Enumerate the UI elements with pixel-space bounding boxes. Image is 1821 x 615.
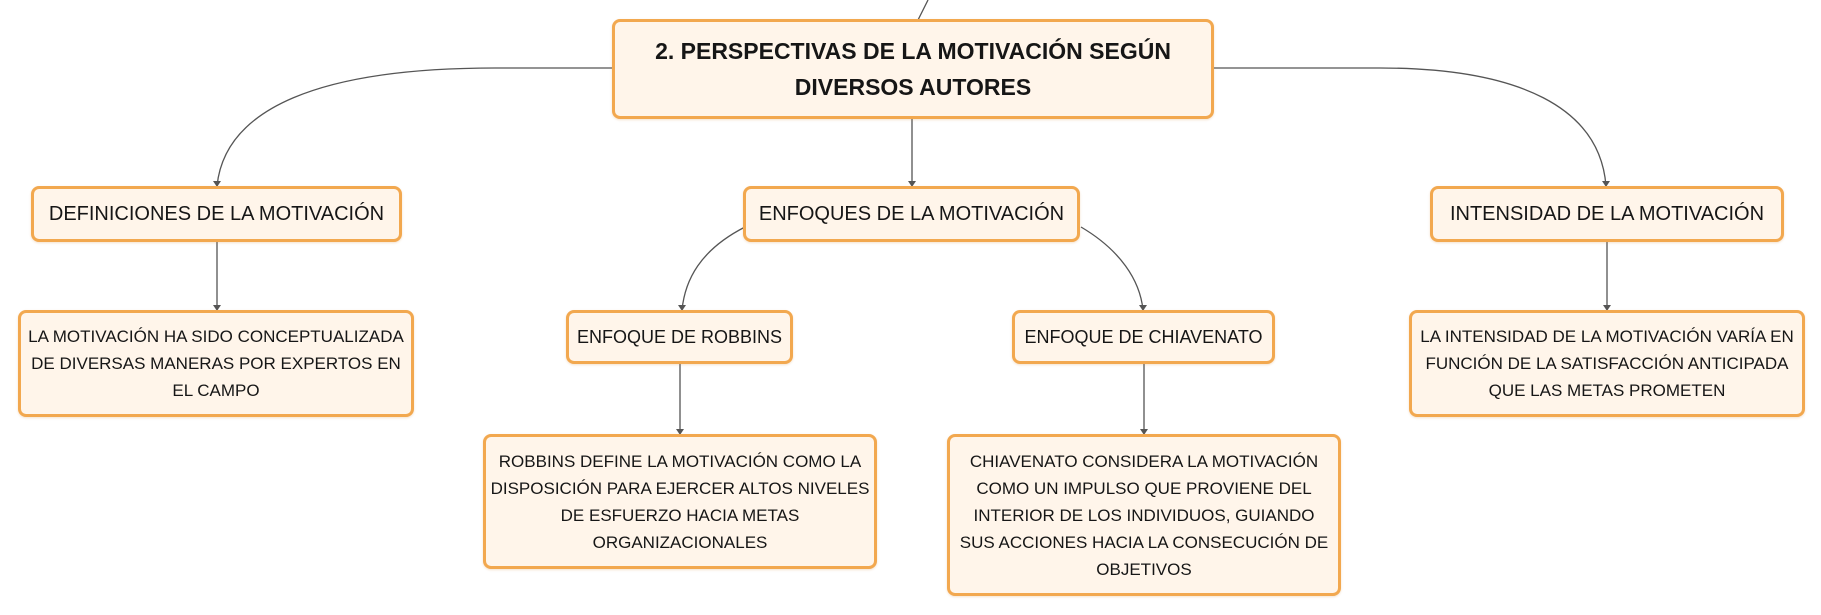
chiavenato-node-label: ENFOQUE DE CHIAVENATO — [1024, 327, 1263, 347]
definiciones-node-label: DEFINICIONES DE LA MOTIVACIÓN — [48, 203, 385, 225]
enfoques-node-label: ENFOQUES DE LA MOTIVACIÓN — [758, 203, 1065, 225]
robbins-detail-node[interactable]: ROBBINS DEFINE LA MOTIVACIÓN COMO LA DIS… — [483, 434, 877, 569]
connector-root-to-intensidad — [1214, 67, 1607, 187]
arrowhead-definiciones — [213, 181, 221, 187]
intensidad-detail-node[interactable]: LA INTENSIDAD DE LA MOTIVACIÓN VARÍA EN … — [1409, 310, 1805, 417]
definiciones-detail-node[interactable]: LA MOTIVACIÓN HA SIDO CONCEPTUALIZADA DE… — [18, 310, 414, 417]
enfoques-node[interactable]: ENFOQUES DE LA MOTIVACIÓN — [743, 186, 1080, 242]
intensidad-node-label: INTENSIDAD DE LA MOTIVACIÓN — [1449, 203, 1765, 225]
intensidad-node[interactable]: INTENSIDAD DE LA MOTIVACIÓN — [1430, 186, 1784, 242]
arrowhead-robbins-detail — [676, 429, 684, 435]
root-node[interactable]: 2. PERSPECTIVAS DE LA MOTIVACIÓN SEGÚN D… — [612, 19, 1214, 119]
arrowhead-definiciones-detail — [213, 305, 221, 311]
definiciones-node[interactable]: DEFINICIONES DE LA MOTIVACIÓN — [31, 186, 402, 242]
chiavenato-detail-text: CHIAVENATO CONSIDERA LA MOTIVACIÓN COMO … — [959, 451, 1329, 579]
root-node-label: 2. PERSPECTIVAS DE LA MOTIVACIÓN SEGÚN D… — [655, 38, 1171, 100]
chiavenato-node[interactable]: ENFOQUE DE CHIAVENATO — [1012, 310, 1275, 364]
connector-enfoques-to-chiavenato — [1080, 226, 1144, 311]
arrowhead-intensidad — [1602, 181, 1610, 187]
definiciones-detail-text: LA MOTIVACIÓN HA SIDO CONCEPTUALIZADA DE… — [28, 327, 404, 400]
robbins-node-label: ENFOQUE DE ROBBINS — [576, 327, 783, 347]
arrowhead-robbins — [678, 305, 686, 311]
arrowhead-enfoques — [908, 181, 916, 187]
arrowhead-chiavenato-detail — [1140, 429, 1148, 435]
connector-root-to-definiciones — [216, 67, 612, 187]
arrowhead-intensidad-detail — [1603, 305, 1611, 311]
robbins-detail-text: ROBBINS DEFINE LA MOTIVACIÓN COMO LA DIS… — [490, 451, 870, 552]
connector-enfoques-to-robbins — [681, 226, 746, 311]
arrowhead-chiavenato — [1139, 305, 1147, 311]
chiavenato-detail-node[interactable]: CHIAVENATO CONSIDERA LA MOTIVACIÓN COMO … — [947, 434, 1341, 596]
connector-parent-stub — [917, 0, 929, 21]
intensidad-detail-text: LA INTENSIDAD DE LA MOTIVACIÓN VARÍA EN … — [1420, 327, 1794, 400]
robbins-node[interactable]: ENFOQUE DE ROBBINS — [566, 310, 793, 364]
